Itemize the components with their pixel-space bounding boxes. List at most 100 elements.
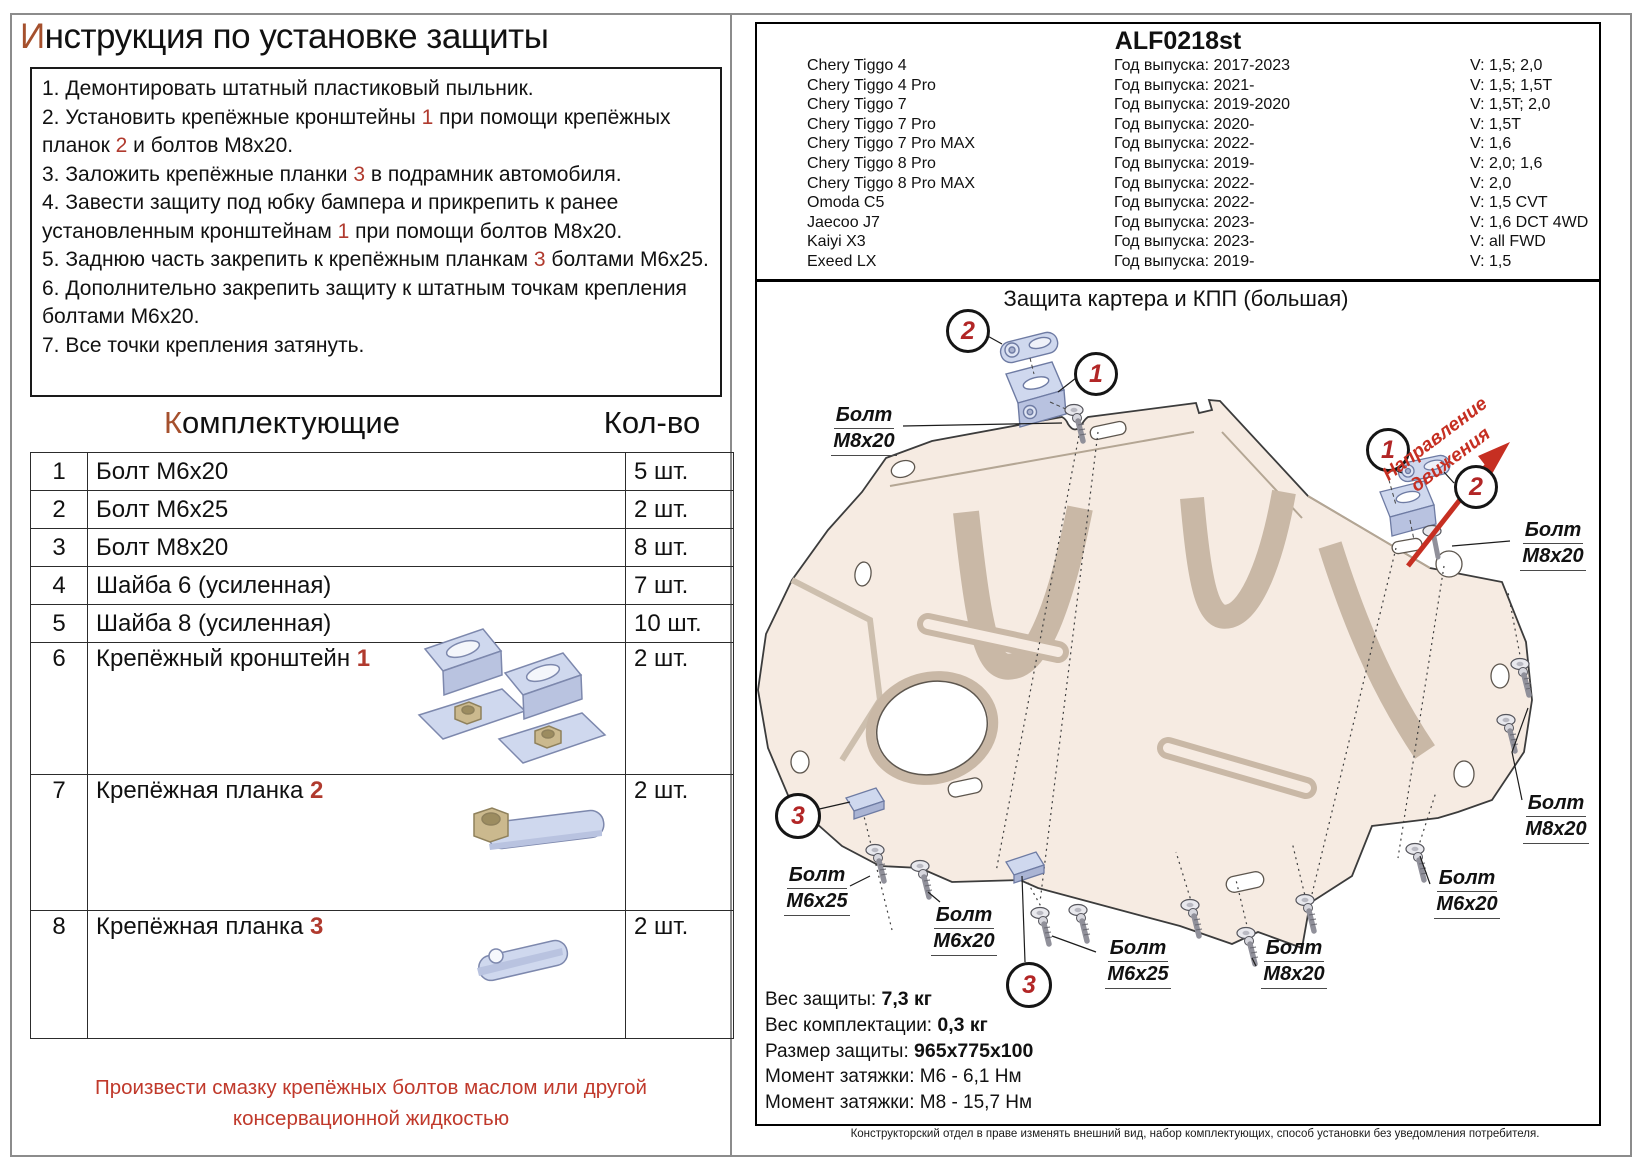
component-ref: 3 xyxy=(309,913,324,940)
vehicle-model: Chery Tiggo 8 Pro xyxy=(807,155,936,172)
vehicle-years: Год выпуска: 2023- xyxy=(1114,233,1255,251)
component-qty: 2 шт. xyxy=(625,910,734,1039)
drawing-box xyxy=(755,280,1601,1126)
component-ref: 2 xyxy=(309,777,324,804)
page-title: Инструкция по установке защиты xyxy=(20,17,549,56)
components-title: Комплектующие xyxy=(163,405,400,440)
component-qty: 8 шт. xyxy=(625,528,734,567)
callout-badge: 3 xyxy=(1006,962,1052,1008)
vehicle-model: Omoda C5 xyxy=(807,194,885,212)
vehicle-model: Exeed LX xyxy=(807,253,877,270)
warning-text: Произвести смазку крепёжных болтов масло… xyxy=(94,1076,648,1130)
vehicle-row: Kaiyi X3 Год выпуска: 2023- V: all FWD xyxy=(757,233,1599,252)
vehicle-years: Год выпуска: 2019-2020 xyxy=(1114,96,1291,114)
component-num: 3 xyxy=(30,528,88,567)
component-qty: 2 шт. xyxy=(625,490,734,529)
qty-title: Кол-во xyxy=(603,405,701,440)
component-qty: 2 шт. xyxy=(625,774,734,911)
spec-size: Размер защиты: 965х775х100 xyxy=(765,1040,1034,1062)
instruction-step-5: 5. Заднюю часть закрепить к крепёжным пл… xyxy=(42,248,709,272)
vehicle-engine: V: 2,0 xyxy=(1470,174,1512,192)
table-row: 1 Болт М6х20 5 шт. xyxy=(30,452,734,491)
vehicle-engine: V: 1,5; 2,0 xyxy=(1470,57,1543,74)
table-row: 7 Крепёжная планка 2 2 шт. xyxy=(30,774,734,911)
table-row: 3 Болт М8х20 8 шт. xyxy=(30,528,734,567)
table-row: 4 Шайба 6 (усиленная) 7 шт. xyxy=(30,566,734,605)
instruction-step-7: 7. Все точки крепления затянуть. xyxy=(42,333,365,357)
vehicle-years: Год выпуска: 2022- xyxy=(1114,135,1255,153)
instruction-step-1: 1. Демонтировать штатный пластиковый пыл… xyxy=(42,77,534,100)
vehicle-engine: V: 1,6 DCT 4WD xyxy=(1470,213,1589,231)
component-name: Болт М6х20 xyxy=(87,452,626,491)
vehicle-engine: V: 1,5T xyxy=(1470,115,1521,133)
vehicle-model: Chery Tiggo 7 Pro xyxy=(807,115,936,133)
vehicle-row: Chery Tiggo 8 Pro MAX Год выпуска: 2022- V… xyxy=(757,175,1599,194)
spec-weight: Вес защиты: 7,3 кг xyxy=(765,988,932,1010)
strap-with-nut-illustration xyxy=(473,807,605,850)
vehicle-model: Chery Tiggo 7 xyxy=(807,96,907,114)
callout-badge: 2 xyxy=(1454,465,1498,509)
component-num: 1 xyxy=(30,452,88,491)
component-num: 6 xyxy=(30,642,88,775)
component-qty: 5 шт. xyxy=(625,452,734,491)
vehicle-engine: V: 1,5 CVT xyxy=(1470,194,1548,212)
component-name: Крепёжная планка 3 xyxy=(87,910,626,1039)
component-num: 2 xyxy=(30,490,88,529)
instruction-step-2: 2. Установить крепёжные кронштейны 1 при… xyxy=(42,105,671,158)
footnote: Конструкторский отдел в праве изменять в… xyxy=(850,1128,1540,1140)
instruction-step-4: 4. Завести защиту под юбку бампера и при… xyxy=(42,191,623,243)
left-panel: Инструкция по установке защиты 1. Демонт… xyxy=(10,13,734,1157)
vehicle-model: Chery Tiggo 8 Pro MAX xyxy=(807,174,976,192)
vehicle-model: Kaiyi X3 xyxy=(807,233,866,251)
instructions-box: 1. Демонтировать штатный пластиковый пыл… xyxy=(30,67,722,397)
spec-torque-m6: Момент затяжки: М6 - 6,1 Нм xyxy=(765,1066,1022,1087)
component-num: 5 xyxy=(30,604,88,643)
component-name: Болт М6х25 xyxy=(87,490,626,529)
table-row: 8 Крепёжная планка 3 2 шт. xyxy=(30,910,734,1039)
vehicle-model: Chery Tiggo 7 Pro MAX xyxy=(807,135,976,153)
vehicle-years: Год выпуска: 2023- xyxy=(1114,213,1255,231)
callout-badge: 1 xyxy=(1366,428,1410,472)
vehicle-engine: V: all FWD xyxy=(1470,233,1546,251)
table-row: 6 Крепёжный кронштейн 1 2 шт. xyxy=(30,642,734,775)
callout-badge: 1 xyxy=(1074,352,1118,396)
instruction-step-6: 6. Дополнительно закрепить защиту к штат… xyxy=(42,276,687,329)
vehicle-model: Chery Tiggo 4 Pro xyxy=(807,76,936,94)
component-qty: 10 шт. xyxy=(625,604,734,643)
component-name: Болт М8х20 xyxy=(87,528,626,567)
bracket-pair-illustration xyxy=(417,628,607,764)
component-num: 4 xyxy=(30,566,88,605)
vehicle-engine: V: 1,6 xyxy=(1470,135,1512,153)
callout-badge: 2 xyxy=(946,309,990,353)
vehicle-years: Год выпуска: 2021- xyxy=(1114,76,1255,94)
components-table: 1 Болт М6х20 5 шт. 2 Болт М6х25 2 шт. 3 … xyxy=(30,452,734,1039)
vehicle-engine: V: 2,0; 1,6 xyxy=(1470,155,1543,172)
component-num: 8 xyxy=(30,910,88,1039)
component-qty: 7 шт. xyxy=(625,566,734,605)
spec-kit-weight: Вес комплектации: 0,3 кг xyxy=(765,1014,988,1036)
vehicle-model: Chery Tiggo 4 xyxy=(807,57,907,74)
callout-badge: 3 xyxy=(775,793,821,839)
vehicle-engine: V: 1,5 xyxy=(1470,253,1512,270)
spec-torque-m8: Момент затяжки: М8 - 15,7 Нм xyxy=(765,1092,1033,1113)
vehicle-years: Год выпуска: 2022- xyxy=(1114,174,1255,192)
vehicle-row: Chery Tiggo 4 Pro Год выпуска: 2021- V: 1,… xyxy=(757,77,1599,96)
vehicle-engine: V: 1,5; 1,5T xyxy=(1470,76,1553,94)
table-row: 2 Болт М6х25 2 шт. xyxy=(30,490,734,529)
part-number: ALF0218st xyxy=(1114,27,1242,55)
strap-illustration xyxy=(477,939,569,982)
